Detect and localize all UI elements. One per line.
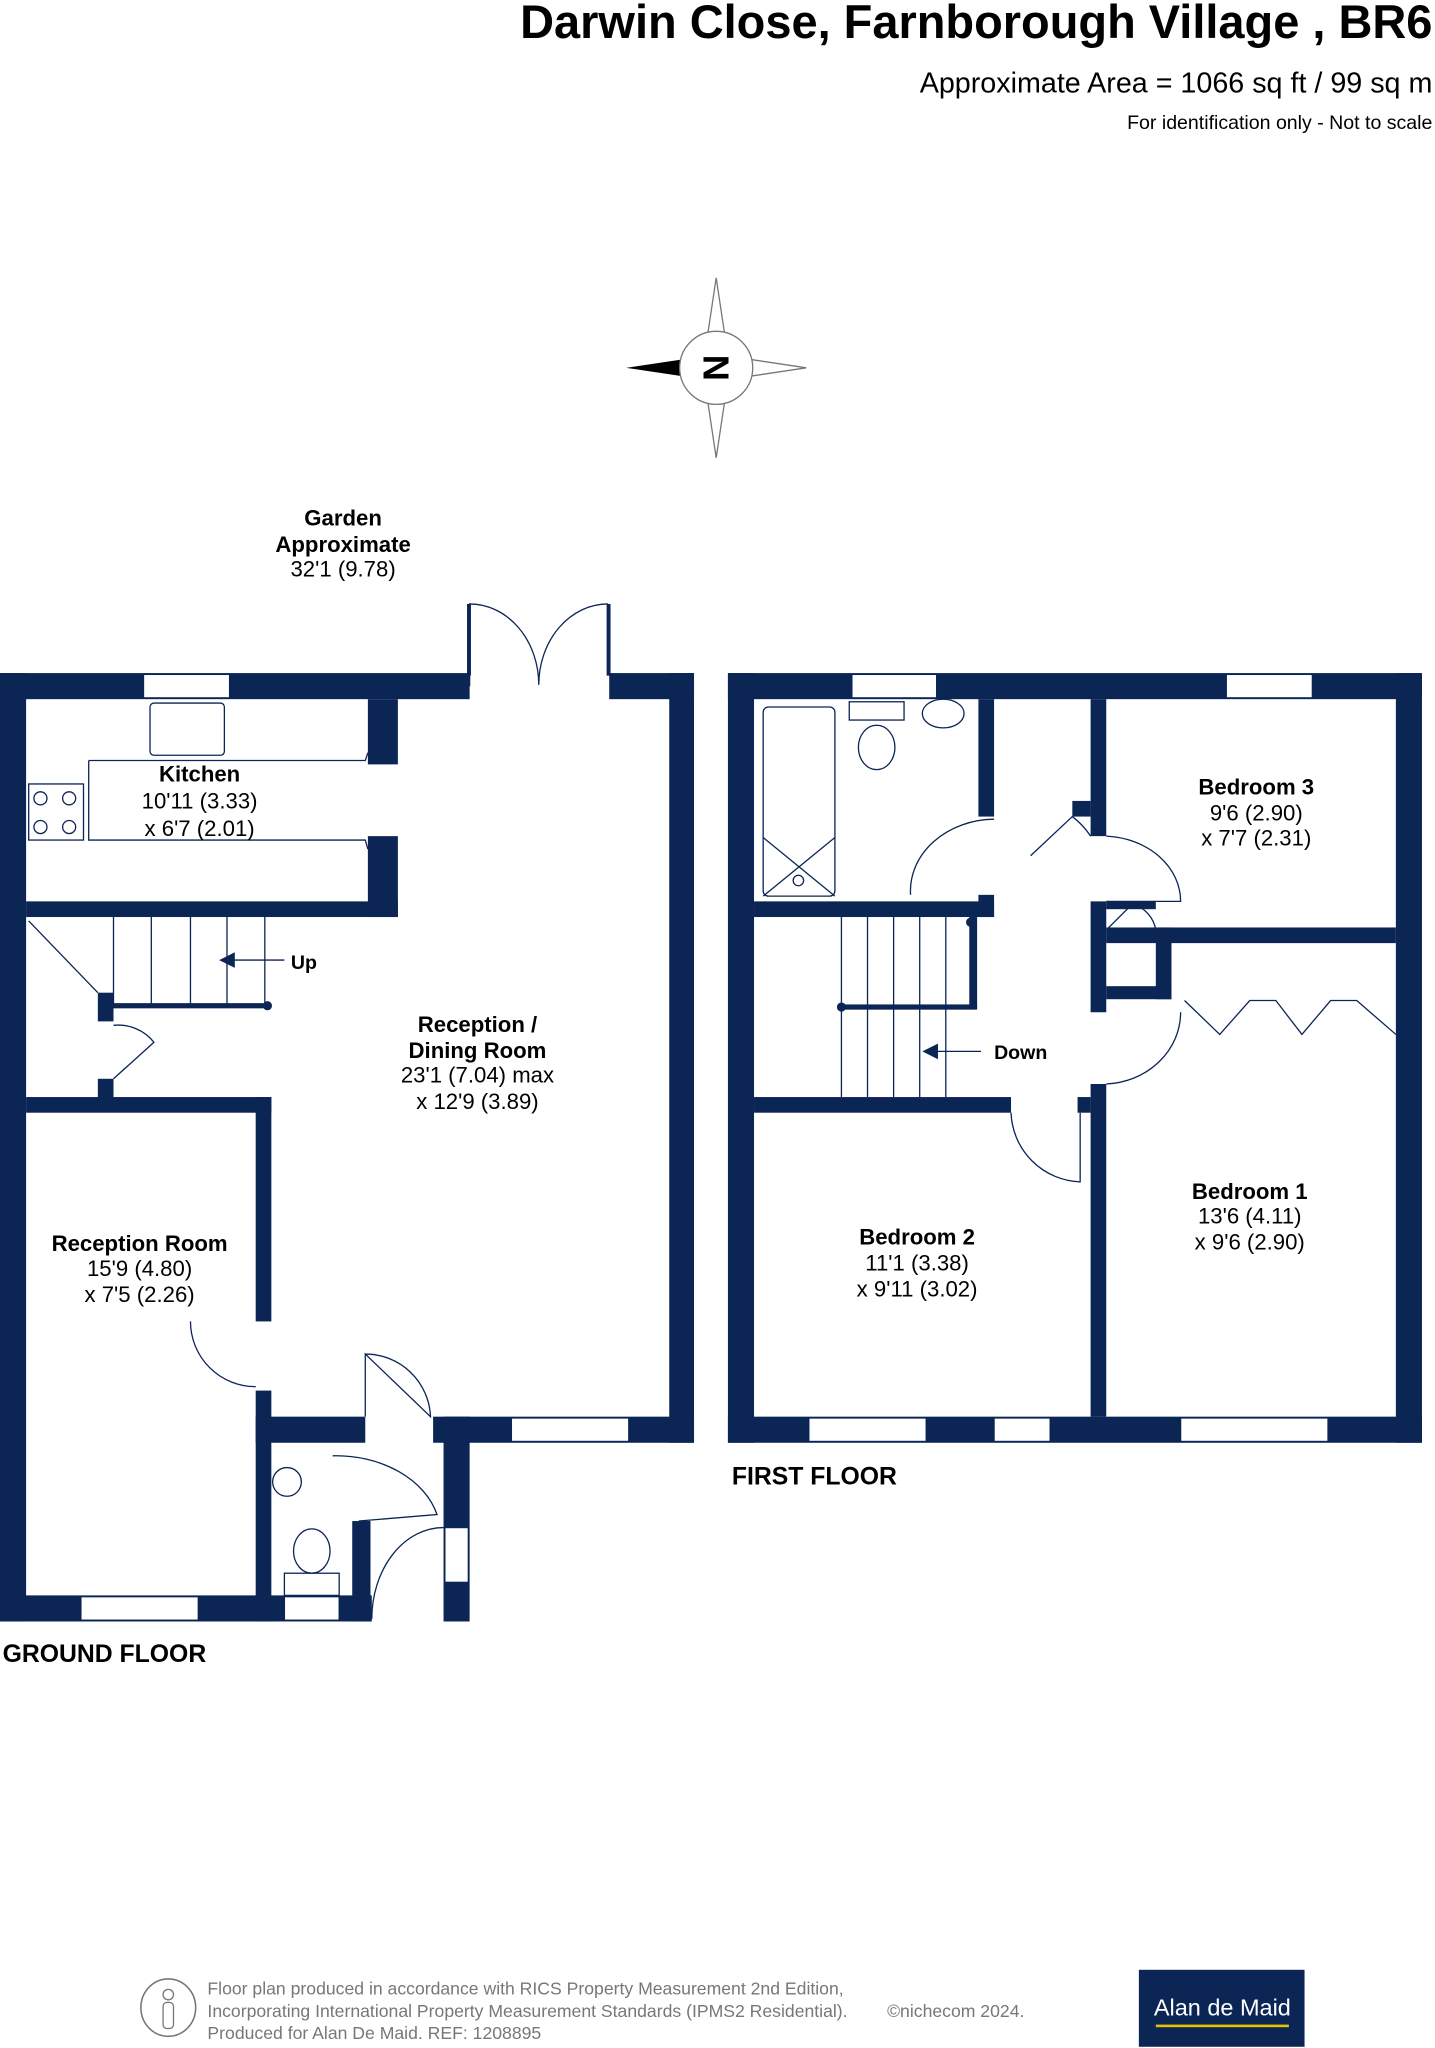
page-title: Darwin Close, Farnborough Village , BR6	[520, 0, 1432, 48]
first-floor-fixtures	[762, 698, 1397, 1183]
reception-room-dim1: 15'9 (4.80)	[87, 1256, 192, 1281]
up-arrow-icon	[219, 952, 235, 968]
bedroom-2-dim2: x 9'11 (3.02)	[857, 1277, 978, 1302]
down-arrow-icon	[922, 1043, 938, 1060]
footer-line-3: Produced for Alan De Maid. REF: 1208895	[207, 2023, 541, 2043]
ground-floor-walls	[0, 603, 695, 1622]
basin-icon	[921, 698, 965, 729]
compass-icon: N	[626, 277, 807, 458]
bath-icon	[762, 706, 836, 897]
reception-room-label: Reception Room	[52, 1231, 228, 1256]
bedroom-2-dim1: 11'1 (3.38)	[865, 1251, 969, 1276]
disclaimer: For identification only - Not to scale	[1127, 112, 1432, 134]
bedroom-2-label: Bedroom 2	[859, 1224, 975, 1249]
reception-dining-label: Reception /	[418, 1012, 537, 1037]
garden-approx: Approximate	[275, 532, 410, 557]
compass-label: N	[696, 355, 737, 381]
reception-dining-dim1: 23'1 (7.04) max	[401, 1063, 554, 1088]
bedroom-3-dim2: x 7'7 (2.31)	[1201, 825, 1311, 850]
sink-icon	[149, 702, 226, 756]
area-text: Approximate Area = 1066 sq ft / 99 sq m	[920, 68, 1433, 100]
basin-icon	[271, 1466, 303, 1497]
bedroom-3-label: Bedroom 3	[1198, 774, 1314, 799]
toilet-icon	[848, 701, 905, 721]
first-floor-walls	[727, 673, 1422, 1443]
ground-floor-label: GROUND FLOOR	[3, 1641, 207, 1668]
copyright: ©nichecom 2024.	[887, 2001, 1024, 2021]
garden-label: Garden	[304, 506, 382, 531]
brand-name: Alan de Maid	[1154, 1994, 1291, 2020]
garden-size: 32'1 (9.78)	[290, 557, 395, 582]
hob-icon	[28, 783, 85, 841]
bedroom-1-dim2: x 9'6 (2.90)	[1195, 1230, 1305, 1255]
footer-line-1: Floor plan produced in accordance with R…	[207, 1979, 843, 1999]
kitchen-dim2: x 6'7 (2.01)	[145, 816, 255, 841]
reception-dining-label-2: Dining Room	[409, 1038, 547, 1063]
bedroom-3-dim1: 9'6 (2.90)	[1210, 800, 1303, 825]
stairs-down-label: Down	[994, 1042, 1047, 1064]
first-floor-label: FIRST FLOOR	[732, 1464, 897, 1491]
reception-room-dim2: x 7'5 (2.26)	[85, 1282, 195, 1307]
kitchen-label: Kitchen	[159, 761, 240, 786]
rics-icon	[140, 1978, 197, 2038]
bedroom-1-label: Bedroom 1	[1192, 1179, 1308, 1204]
brand-logo: Alan de Maid	[1138, 1969, 1305, 2047]
stairs-up-label: Up	[291, 952, 317, 974]
footer-line-2: Incorporating International Property Mea…	[207, 2001, 847, 2021]
toilet-icon	[292, 1528, 331, 1574]
bedroom-1-dim1: 13'6 (4.11)	[1198, 1204, 1302, 1229]
ground-floor-fixtures	[28, 603, 608, 1619]
kitchen-dim1: 10'11 (3.33)	[142, 789, 258, 814]
reception-dining-dim2: x 12'9 (3.89)	[416, 1089, 538, 1114]
